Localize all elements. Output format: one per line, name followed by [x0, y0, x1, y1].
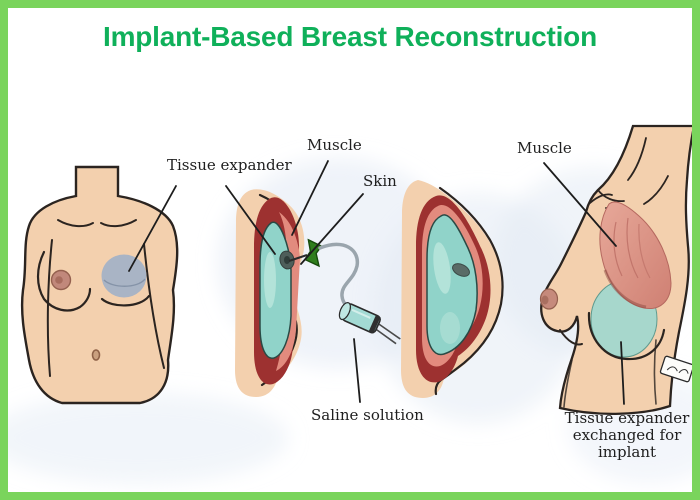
label-muscle-right: Muscle	[517, 139, 572, 157]
figure-cross-section-expanded	[401, 180, 504, 398]
syringe-icon	[338, 302, 401, 345]
expander-port	[452, 263, 470, 277]
illustration-canvas	[8, 124, 692, 483]
pectoral-muscle-shape	[599, 201, 672, 310]
leader-skin	[300, 193, 364, 265]
leader-implant-exchange	[620, 341, 625, 405]
nipple-front	[55, 276, 63, 284]
needle	[288, 254, 308, 262]
page-title: Implant-Based Breast Reconstruction	[103, 21, 597, 52]
label-saline-solution: Saline solution	[311, 406, 424, 424]
leader-saline	[353, 338, 361, 403]
leader-lines	[128, 160, 625, 405]
label-tissue-expander: Tissue expander	[167, 156, 292, 174]
unfilled-expander-shape	[101, 254, 147, 298]
label-muscle-left: Muscle	[307, 136, 362, 154]
navel	[91, 349, 101, 361]
leader-muscle-right	[543, 162, 617, 247]
figure-front-torso	[20, 165, 179, 405]
label-implant-exchange: Tissue expander exchanged for implant	[564, 409, 690, 461]
artist-signature	[659, 355, 692, 383]
nipple-side	[541, 295, 549, 305]
label-skin: Skin	[363, 172, 397, 190]
leader-tissue-expander-right	[225, 185, 276, 255]
figure-cross-section-expander	[235, 189, 401, 397]
figure-side-torso	[539, 124, 692, 415]
leader-muscle-left	[291, 160, 329, 236]
leader-tissue-expander-left	[128, 185, 177, 272]
